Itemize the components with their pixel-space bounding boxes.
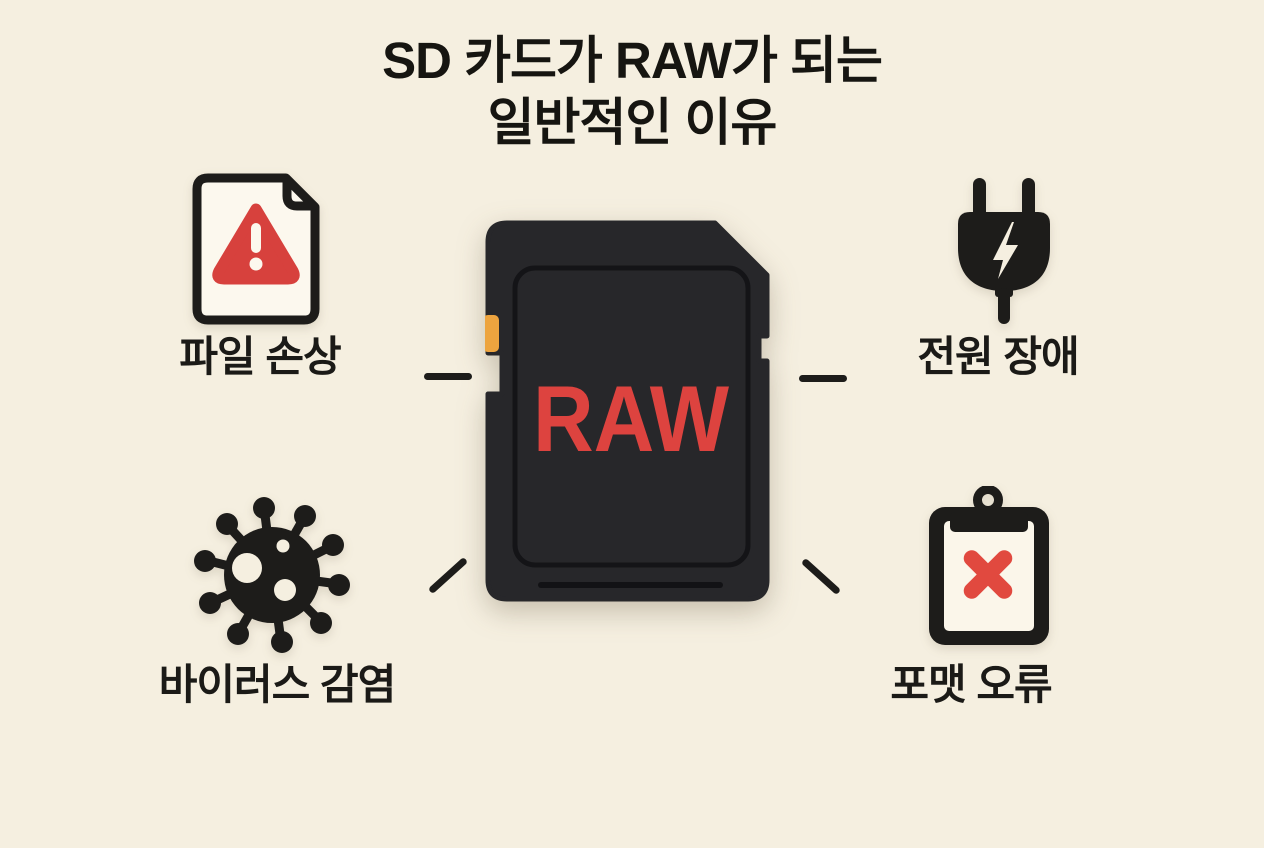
- plug-prong-right: [1022, 178, 1035, 222]
- plug-cord-stem: [998, 288, 1010, 324]
- virus-hole-medium: [274, 579, 296, 601]
- sd-card-illustration: RAW: [485, 220, 770, 602]
- connector-dash-bottom-right: [800, 557, 842, 596]
- reason-label-power-failure: 전원 장애: [917, 333, 1079, 380]
- document-fold: [282, 175, 318, 211]
- virus-icon: [194, 497, 350, 653]
- page-title-line-1: SD 카드가 RAW가 되는: [382, 32, 883, 89]
- sd-card-body: [485, 220, 770, 602]
- lightning-bolt-icon: [993, 222, 1018, 279]
- power-plug-icon: [958, 178, 1050, 324]
- reason-label-virus-infection: 바이러스 감염: [158, 661, 397, 708]
- clipboard-x-icon: [929, 486, 1049, 645]
- x-mark-icon: [963, 550, 1013, 599]
- page-title-line-2: 일반적인 이유: [487, 94, 778, 151]
- lock-switch: [485, 315, 499, 352]
- raw-label: RAW: [533, 366, 729, 471]
- reason-label-format-error: 포맷 오류: [890, 661, 1052, 708]
- warning-exclamation-bar: [251, 223, 261, 253]
- connector-dash-top-right: [799, 375, 847, 382]
- virus-hole-small: [276, 539, 290, 553]
- connector-dash-bottom-left: [427, 556, 469, 595]
- sd-card-inner-outline: [512, 265, 751, 568]
- reason-label-file-damage: 파일 손상: [179, 333, 341, 380]
- document-warning-icon: [192, 173, 320, 325]
- page-title: SD 카드가 RAW가 되는 일반적인 이유: [0, 30, 1264, 154]
- virus-spike-tips: [194, 497, 350, 653]
- clipboard-clip: [950, 512, 1028, 532]
- warning-exclamation-dot: [249, 257, 263, 271]
- plug-prong-left: [973, 178, 986, 222]
- virus-hole-large: [232, 553, 262, 583]
- connector-dash-top-left: [424, 373, 472, 380]
- virus-body: [224, 527, 320, 623]
- sd-card-contact-stripe: [538, 582, 723, 588]
